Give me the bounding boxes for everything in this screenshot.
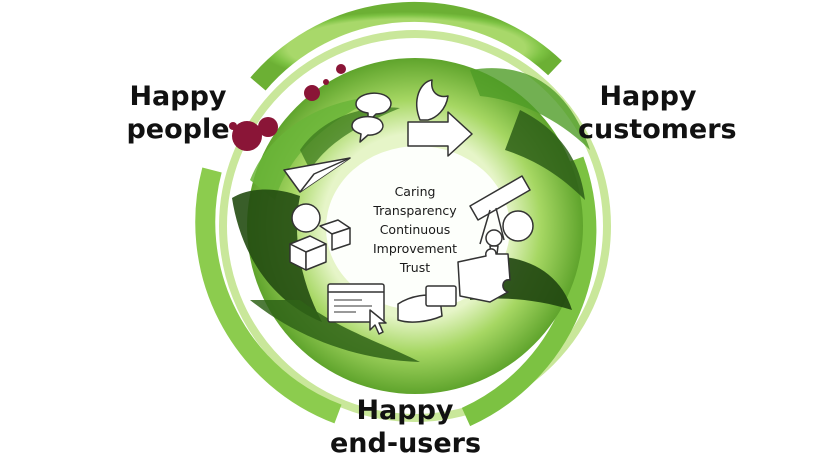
label-line: customers: [578, 114, 737, 145]
paint-splatter: [229, 64, 346, 151]
winged-arrow-icon: [407, 79, 473, 157]
core-value: Trust: [399, 260, 431, 275]
label-line: Happy: [129, 81, 227, 112]
label-line: people: [126, 114, 230, 145]
hand-with-card-icon: [397, 285, 457, 323]
label-happy-customers: Happy customers: [578, 80, 737, 146]
label-line: end-users: [330, 428, 482, 459]
label-happy-end-users: Happy end-users: [330, 394, 482, 460]
outer-ring: [195, 1, 611, 427]
mouse-cursor-icon: [369, 309, 387, 335]
telescope-icon: [469, 175, 531, 245]
core-value: Caring: [394, 184, 436, 199]
core-value: Continuous: [379, 222, 451, 237]
label-line: Happy: [356, 395, 454, 426]
label-happy-people: Happy people: [118, 80, 238, 146]
building-blocks-icon: [289, 219, 351, 271]
label-line: Happy: [599, 81, 697, 112]
puzzle-piece-icon: [457, 248, 511, 303]
core-value: Improvement: [372, 241, 458, 256]
smiley-face-icon: [291, 203, 534, 242]
paper-plane-icon: [283, 157, 351, 193]
core-value: Transparency: [373, 203, 457, 218]
speech-bubbles-icon: [351, 92, 392, 143]
core-values-list: Caring Transparency Continuous Improveme…: [340, 182, 490, 277]
